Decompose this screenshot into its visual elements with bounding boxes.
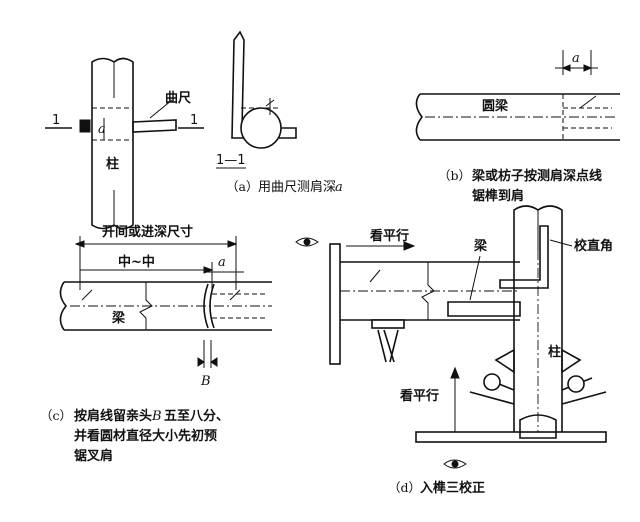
sight-label-left: 看平行: [400, 388, 439, 404]
section-mark-right: 1: [190, 113, 198, 128]
base-beam: [415, 431, 607, 443]
panel-a: 1 1 曲尺 a 柱 1—1 （a） 用曲尺测肩深 a: [45, 30, 343, 230]
caption-c-tag: （c）: [40, 408, 72, 423]
column-a: [91, 57, 134, 230]
beam-label-c: 梁: [111, 310, 126, 326]
depth-symbol-a: a: [98, 122, 106, 137]
square-label: 校直角: [574, 238, 613, 254]
beam-label-d: 梁: [473, 238, 488, 254]
panel-c: 开间或进深尺寸 中~中 a 梁 B （c） 按肩线留: [40, 224, 272, 464]
caption-a-tag: （a）: [226, 179, 258, 194]
dim-symbol-c: a: [218, 255, 226, 270]
section-mark-left: 1: [52, 113, 60, 128]
caption-b-line1: 梁或枋子按测肩深点线: [471, 168, 602, 184]
section-label: 1—1: [216, 153, 246, 168]
sight-label-top: 看平行: [370, 228, 409, 244]
caption-c-line1-sym: B: [151, 409, 162, 424]
caption-d-text: 入榫三校正: [420, 480, 485, 496]
panel-d: 看平行 梁 校直角 柱 看平行 （d）: [295, 205, 613, 496]
eye-icon: [443, 459, 467, 469]
beam-label-b: 圆梁: [482, 98, 509, 114]
b-symbol-c: B: [200, 374, 211, 389]
sight-board: [329, 243, 341, 365]
caption-d-tag: （d）: [388, 480, 421, 495]
column-d: [513, 205, 563, 441]
section-circle: [240, 107, 282, 149]
ruler-clamp: [79, 119, 91, 133]
caption-c-line3: 锯叉肩: [74, 448, 113, 464]
caption-b-tag: （b）: [438, 168, 471, 183]
caption-b-line2: 锯榫到肩: [472, 188, 524, 204]
caption-c-line1-post: 五至八分、: [164, 408, 229, 424]
ruler-arm: [132, 119, 177, 133]
column-label-a: 柱: [106, 156, 119, 172]
caption-c-line1-pre: 按肩线留亲头: [74, 408, 152, 424]
caption-c-line2: 并看圆材直径大小先初预: [74, 428, 217, 444]
ruler-label: 曲尺: [165, 90, 191, 106]
center-label: 中~中: [118, 254, 155, 270]
dim-symbol-b: a: [572, 51, 580, 66]
try-square-d: [499, 225, 549, 289]
caption-a-symbol: a: [335, 180, 343, 195]
caption-a-text: 用曲尺测肩深: [258, 179, 336, 195]
eye-icon: [295, 237, 319, 247]
top-dim-label: 开间或进深尺寸: [102, 224, 193, 240]
column-label-d: 柱: [548, 344, 561, 360]
panel-b: a 圆梁 （b） 梁或枋子按测肩深点线 锯榫到肩: [415, 50, 620, 204]
